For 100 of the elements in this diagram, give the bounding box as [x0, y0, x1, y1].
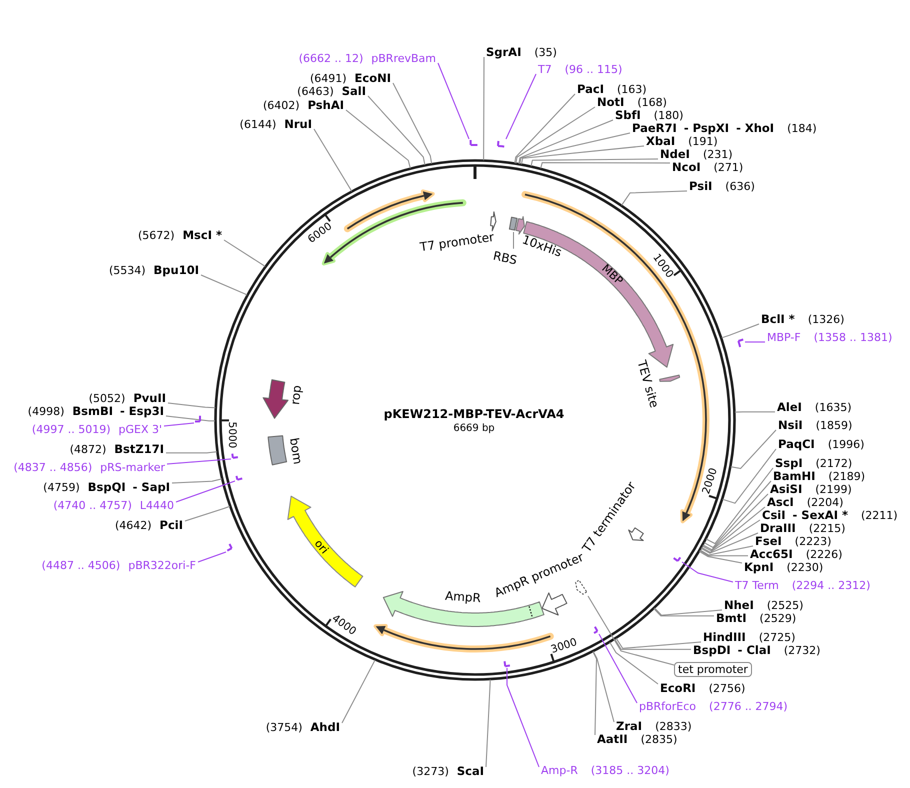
primer-range: (1358 .. 1381)	[814, 331, 892, 345]
site-position: (2211)	[861, 509, 898, 523]
enzyme-name: NruI	[284, 117, 312, 131]
primer-name: pBRrevBam	[371, 52, 436, 66]
leader-line	[704, 480, 772, 548]
enzyme-name: PsiI	[689, 179, 712, 193]
site-position: (4998)	[28, 405, 64, 419]
leader-line	[722, 448, 776, 504]
leader-line	[721, 324, 760, 338]
primer-range: (4740 .. 4757)	[53, 499, 132, 513]
enzyme-name: NheI	[724, 598, 754, 612]
primer-range: (4997 .. 5019)	[32, 423, 110, 437]
sequence-feature	[514, 215, 526, 236]
leader-line	[530, 158, 658, 167]
primer-name: MBP-F	[767, 331, 801, 345]
site-position: (163)	[616, 83, 647, 97]
leader-line	[653, 608, 714, 616]
primer-name: L4440	[140, 499, 174, 513]
enzyme-name: HindIII	[703, 630, 746, 644]
leader-line	[164, 422, 194, 426]
site-position: (636)	[725, 180, 755, 194]
enzyme-name: EcoRI	[660, 681, 696, 695]
leader-line	[342, 660, 376, 724]
enzyme-name: SspI	[775, 456, 803, 470]
site-position: (2204)	[806, 496, 844, 510]
leader-line	[516, 106, 596, 164]
site-position: (2223)	[794, 535, 832, 549]
site-position: (2215)	[808, 522, 846, 536]
leader-line	[166, 416, 216, 422]
enzyme-name: BspDI	[693, 643, 731, 657]
leader-line	[706, 468, 774, 544]
leader-line	[486, 679, 491, 768]
leader-line	[506, 74, 536, 140]
leader-line	[609, 642, 658, 684]
primer-mark	[235, 474, 244, 481]
site-position: (2172)	[816, 457, 852, 471]
primer-name: pBRforEco	[639, 700, 696, 714]
site-position: (1326)	[808, 313, 844, 327]
enzyme-name: NdeI	[660, 147, 690, 161]
enzyme-name: DraIII	[760, 521, 796, 535]
leader-line	[701, 520, 760, 553]
enzyme-name: BclI *	[761, 312, 795, 326]
primer-name: pBR322ori-F	[128, 559, 196, 573]
enzyme-name: BamHI	[773, 469, 816, 483]
leader-line	[368, 96, 426, 166]
enzyme-name: BmtI	[716, 611, 747, 625]
sequence-feature	[489, 210, 497, 232]
enzyme-name: ScaI	[456, 764, 484, 778]
leader-line	[519, 132, 630, 164]
primer-name: T7 Term	[735, 579, 779, 593]
enzyme-name: CsiI	[762, 508, 786, 522]
enzyme-name: PaeR7I	[632, 121, 677, 135]
site-position: (1859)	[816, 419, 852, 433]
leader-line	[592, 651, 614, 722]
leader-line	[616, 638, 702, 649]
site-position: (2199)	[815, 483, 852, 497]
primer-mark	[194, 414, 202, 423]
enzyme-name: PvuII	[133, 391, 166, 405]
enzyme-name: BstZ17I	[114, 442, 164, 456]
leader-line	[506, 668, 540, 768]
primer-range: (3185 .. 3204)	[590, 764, 670, 778]
enzyme-name: - SexAI *	[792, 508, 848, 522]
plasmid-name: pKEW212-MBP-TEV-AcrVA4	[384, 407, 564, 421]
enzyme-name: NotI	[597, 95, 624, 109]
site-position: (2833)	[655, 720, 692, 734]
primer-range: (2776 .. 2794)	[709, 700, 788, 714]
leader-line	[184, 506, 230, 522]
enzyme-name: SgrAI	[486, 45, 522, 59]
site-position: (191)	[688, 135, 718, 149]
enzyme-name: - ClaI	[738, 643, 771, 657]
leader-line	[521, 146, 644, 165]
leader-line	[483, 56, 484, 161]
feature-box	[508, 216, 519, 232]
primer-mark	[497, 139, 506, 148]
enzyme-name: - SapI	[132, 480, 170, 494]
site-position: (1996)	[828, 438, 864, 452]
leader-line	[700, 532, 758, 554]
site-position: (4872)	[70, 443, 106, 457]
site-position: (2725)	[758, 631, 796, 645]
leader-line	[514, 94, 576, 164]
leader-line	[592, 651, 597, 736]
enzyme-name: BspQI	[88, 480, 126, 494]
leader-line	[598, 634, 638, 704]
enzyme-name: XbaI	[646, 134, 676, 148]
feature-label: AmpR	[444, 588, 482, 606]
primer-range: (2294 .. 2312)	[792, 579, 870, 593]
site-position: (3273)	[412, 765, 449, 779]
enzyme-name: Bpu10I	[154, 263, 199, 277]
site-position: (231)	[702, 148, 733, 162]
site-position: (2189)	[828, 470, 865, 484]
leader-line	[518, 120, 614, 164]
primer-range: (4837 .. 4856)	[14, 461, 92, 475]
leader-line	[734, 411, 776, 413]
site-position: (168)	[637, 96, 667, 110]
enzyme-name: - Esp3I	[120, 404, 164, 418]
site-position: (2732)	[784, 644, 820, 658]
primer-name: pRS-marker	[100, 461, 165, 475]
enzyme-name: PshAI	[308, 98, 344, 112]
enzyme-name: SalI	[342, 84, 366, 98]
site-position: (2756)	[708, 682, 746, 696]
